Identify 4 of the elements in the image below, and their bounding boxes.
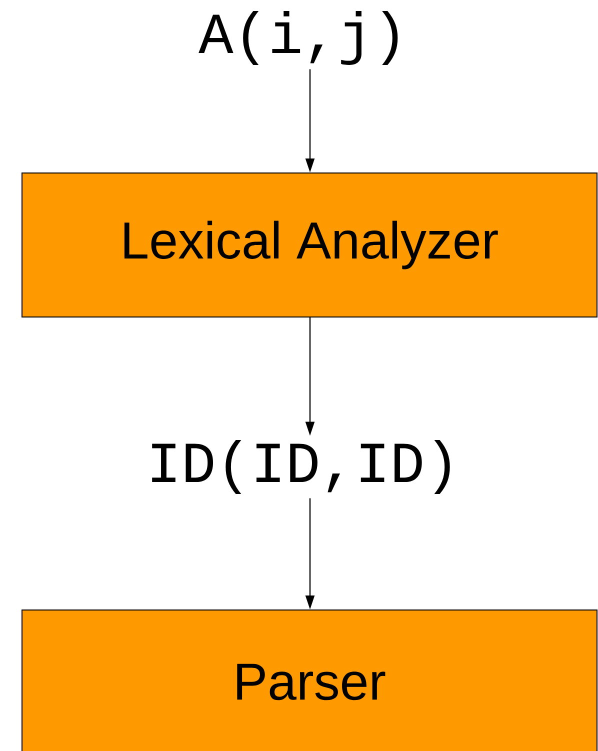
code-text: A(i,j) <box>198 10 398 66</box>
process-box: Lexical Analyzer <box>22 172 598 318</box>
code-text: ID(ID,ID) <box>152 440 450 494</box>
process-box: Parser <box>22 610 598 751</box>
